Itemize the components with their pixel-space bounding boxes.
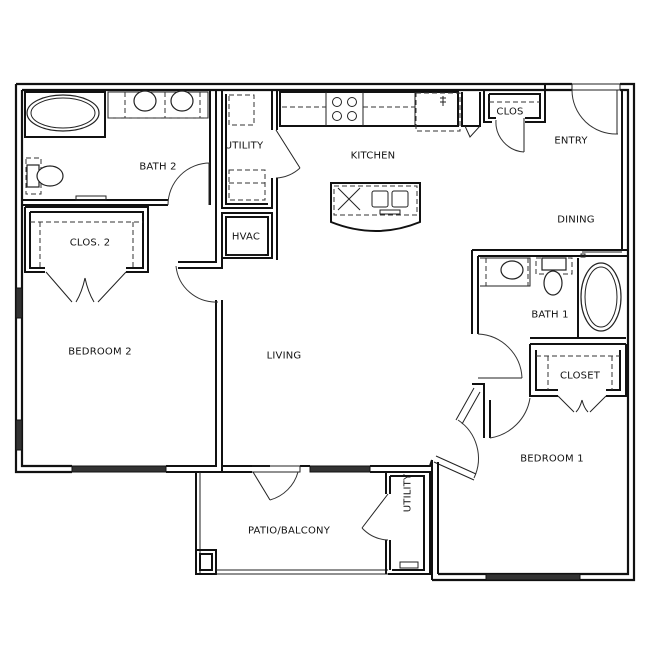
sink-icon [133, 90, 157, 112]
room-label-patio-balcony: PATIO/BALCONY [247, 525, 331, 537]
sink-icon [500, 260, 524, 280]
room-label-kitchen: KITCHEN [350, 150, 396, 162]
toilet-icon [543, 270, 563, 296]
water-heater-icon [228, 94, 255, 126]
stove-icon [332, 97, 357, 121]
window-bedroom2-side-1 [15, 287, 23, 319]
room-label-clos: CLOS [496, 106, 524, 118]
water-heater-icon [399, 561, 419, 569]
room-label-closet: CLOSET [559, 370, 601, 382]
room-label-entry: ENTRY [554, 135, 588, 147]
window-bedroom2-side-2 [15, 419, 23, 451]
closet-2 [24, 206, 149, 303]
window-bedroom2 [71, 465, 167, 473]
exterior-walls [14, 82, 636, 582]
washer-dryer-icon [228, 169, 266, 201]
room-label-bath-1: BATH 1 [531, 309, 569, 321]
room-label-living: LIVING [266, 350, 302, 362]
windows [15, 287, 581, 581]
window-living [309, 465, 371, 473]
kitchen [279, 91, 481, 232]
room-label-bedroom-1: BEDROOM 1 [520, 453, 584, 465]
bath-2 [22, 90, 217, 206]
closet-1 [529, 344, 627, 413]
room-label-patio-utility: UTILITY [402, 473, 414, 513]
window-bedroom1 [485, 573, 581, 581]
bedroom-1-walls [431, 383, 531, 580]
kitchen-island-sink-icon [330, 182, 421, 232]
sink-icon [170, 90, 194, 112]
entry-closet [483, 83, 629, 254]
patio-balcony [195, 465, 431, 575]
toilet-icon [36, 165, 64, 187]
room-label-hvac: HVAC [231, 231, 261, 243]
bath-1 [471, 249, 628, 379]
bathtub-icon [26, 94, 100, 132]
utility-hvac [175, 90, 301, 303]
room-label-bedroom-2: BEDROOM 2 [68, 346, 132, 358]
room-label-bath-2: BATH 2 [139, 161, 177, 173]
refrigerator-icon [415, 92, 461, 132]
room-label-dining: DINING [557, 214, 595, 226]
room-label-utility: UTILITY [224, 140, 264, 152]
bathtub-icon [580, 262, 622, 332]
room-label-closet-2: CLOS. 2 [69, 237, 111, 249]
